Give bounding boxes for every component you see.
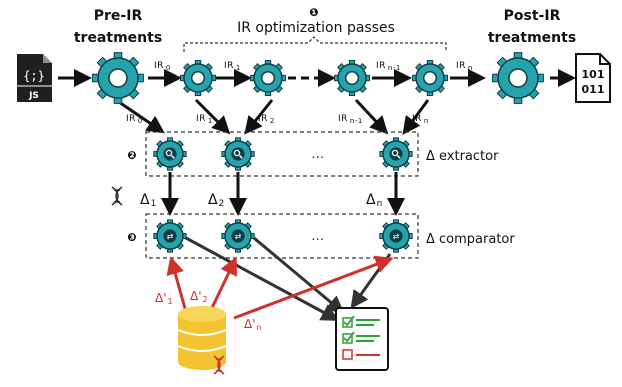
- svg-text:⇄: ⇄: [235, 232, 242, 241]
- extractor-row-box: [145, 131, 419, 177]
- db-dna-icon: [213, 355, 225, 375]
- deltan-label: Δn: [366, 192, 382, 209]
- report-checklist-icon: [335, 307, 389, 371]
- pass2-gear: [250, 60, 286, 96]
- comparator-label: Δ comparator: [426, 232, 515, 247]
- extractor-ellipsis: ...: [312, 147, 325, 161]
- post-ir-title-line2: treatments: [488, 30, 576, 46]
- binary-line-1: 101: [582, 68, 605, 81]
- pass1-gear: [180, 60, 216, 96]
- delta2-label: Δ2: [208, 192, 224, 209]
- arrow-ir2-down: [244, 99, 274, 135]
- red-arrow-to-cmp1: [166, 256, 188, 313]
- passn1-gear: [334, 60, 370, 96]
- step-2-marker: ❷: [127, 149, 136, 162]
- red-arrow-to-cmpn: [233, 255, 394, 320]
- extractor-gear-1: [153, 137, 187, 171]
- red-arrow-to-cmp2: [208, 256, 237, 313]
- ir-passes-title: IR optimization passes: [237, 20, 395, 36]
- comparator-gear-n: ⇄: [379, 219, 413, 253]
- js-file-symbol: {;}: [23, 69, 45, 83]
- arrow-ir1-down: [194, 98, 231, 135]
- comparator-row-box: [145, 213, 419, 259]
- database-icon: [177, 306, 227, 370]
- red-deltan-label: Δ'n: [244, 317, 262, 332]
- extractor-gear-n: [379, 137, 413, 171]
- arrow-ir0-down: [115, 98, 165, 134]
- pre-ir-title-line2: treatments: [74, 30, 162, 46]
- post-ir-title-line1: Post-IR: [504, 8, 561, 24]
- svg-text:⇄: ⇄: [393, 232, 400, 241]
- pre-ir-gear: [92, 52, 144, 104]
- svg-text:⇄: ⇄: [167, 232, 174, 241]
- js-file-ext: JS: [28, 91, 39, 101]
- red-delta2-label: Δ'2: [190, 289, 208, 304]
- step-1-marker: ❶: [309, 6, 318, 19]
- red-delta1-label: Δ'1: [155, 291, 173, 306]
- delta1-label: Δ1: [140, 192, 156, 209]
- ir-passes-brace: [183, 36, 447, 52]
- comparator-gear-1: ⇄: [153, 219, 187, 253]
- dna-icon: [111, 186, 123, 206]
- binary-file-icon: 101 011: [575, 53, 611, 103]
- extractor-label: Δ extractor: [426, 149, 499, 164]
- binary-line-2: 011: [582, 83, 605, 96]
- gears-layer: ⇄ ⇄ ⇄: [92, 52, 544, 253]
- passn-gear: [412, 60, 448, 96]
- extractor-gear-2: [221, 137, 255, 171]
- js-file-icon: {;} JS: [17, 54, 52, 102]
- arrow-irn1-down: [354, 98, 389, 135]
- arrow-cmp1-to-report: [185, 236, 340, 321]
- pre-ir-title-line1: Pre-IR: [94, 8, 143, 24]
- arrow-cmp2-to-report: [253, 236, 345, 314]
- arrow-irn-down: [402, 99, 430, 135]
- comparator-ellipsis: ...: [312, 229, 325, 243]
- comparator-gear-2: ⇄: [221, 219, 255, 253]
- post-ir-gear: [492, 52, 544, 104]
- step-3-marker: ❸: [127, 231, 136, 244]
